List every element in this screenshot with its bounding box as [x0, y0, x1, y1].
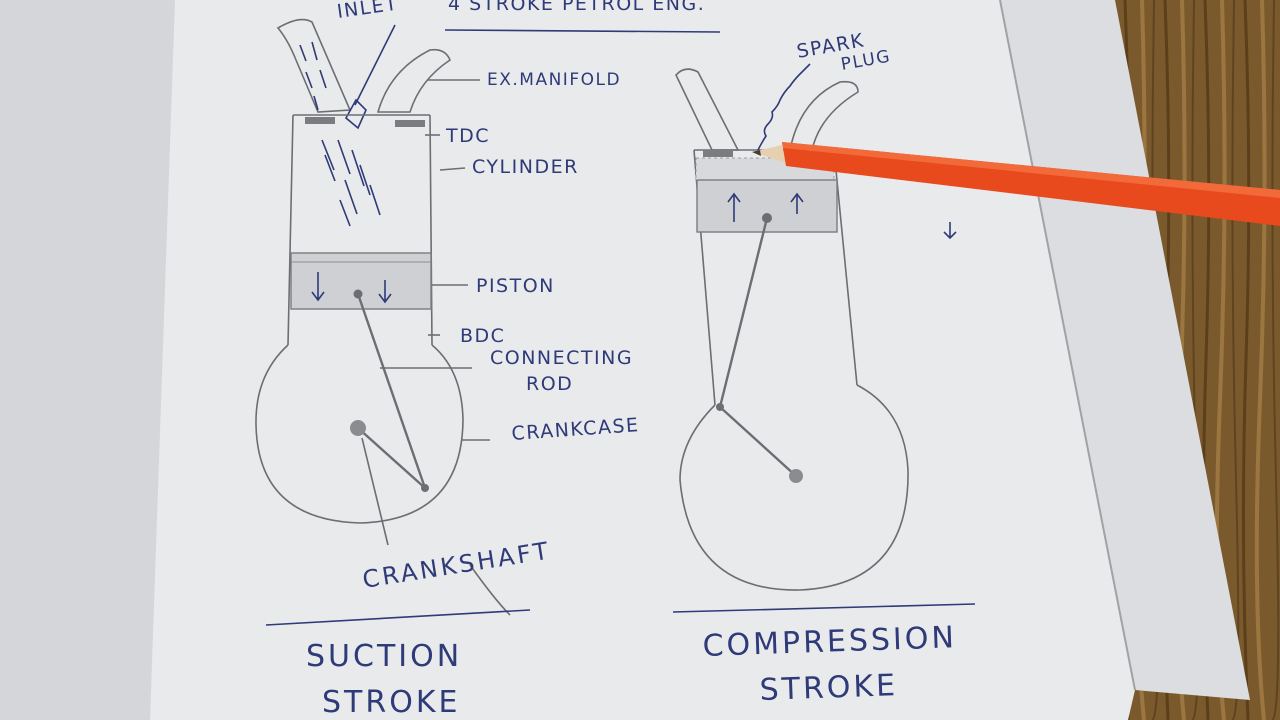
piston-down-arrow-2	[378, 280, 392, 304]
spark-plug-coil	[354, 24, 396, 106]
connecting-rod-2	[718, 217, 769, 408]
crank-arm-2	[719, 406, 797, 477]
page-heading: 4 STROKE PETROL ENG.	[444, 0, 721, 33]
heading-text: 4 STROKE PETROL ENG.	[448, 0, 705, 15]
crankcase-2	[679, 384, 909, 591]
exhaust-manifold-2	[789, 80, 859, 151]
caption-suction-stroke: STROKE	[322, 685, 460, 720]
pen-nib	[752, 150, 761, 156]
caption-underline-compression	[672, 603, 976, 613]
inlet-valve-2	[703, 150, 733, 157]
crank-arm	[357, 427, 426, 489]
stray-down-arrow	[943, 222, 957, 240]
charge-arrows	[321, 139, 381, 227]
spark-plug-symbol	[344, 98, 367, 130]
pen-body	[782, 142, 1280, 226]
crankshaft-center	[350, 420, 366, 436]
crankshaft-center-2	[789, 469, 803, 483]
piston-up-arrow-1	[727, 192, 741, 222]
leader-crankshaft	[361, 437, 389, 546]
label-tdc: TDC	[445, 125, 490, 147]
caption-underline-suction	[265, 609, 531, 626]
inlet-manifold-2	[675, 68, 740, 151]
crank-pin-2	[716, 403, 724, 411]
connecting-rod	[356, 293, 427, 489]
pen-highlight	[782, 142, 1280, 198]
page-edge	[999, 0, 1136, 691]
crankcase	[255, 344, 464, 524]
label-bdc: BDC	[460, 325, 505, 347]
caption-compression-stroke: STROKE	[759, 668, 899, 708]
label-ex-manifold: EX.MANIFOLD	[487, 70, 621, 90]
leader-cylinder	[439, 167, 466, 171]
exhaust-valve	[395, 120, 425, 127]
label-rod: ROD	[526, 373, 573, 395]
cylinder-wall-left	[287, 114, 294, 346]
inlet-flow-arrows	[299, 41, 327, 111]
label-piston: PISTON	[476, 275, 555, 297]
inlet-valve	[305, 117, 335, 124]
exhaust-manifold	[376, 48, 451, 113]
piston-up-arrow-2	[790, 192, 804, 214]
caption-suction: SUCTION	[306, 639, 462, 674]
spark-plug-lead	[757, 63, 811, 151]
crank-pin	[421, 484, 429, 492]
compression-stroke-diagram: SPARK PLUG COMPRESSION STROKE	[672, 29, 976, 708]
cylinder-wall-right-2	[833, 149, 858, 386]
left-page	[0, 0, 180, 720]
notebook-page	[150, 0, 1135, 720]
heading-underline	[444, 29, 721, 33]
label-connecting: CONNECTING	[490, 347, 633, 369]
label-cylinder: CYLINDER	[472, 156, 579, 178]
piston-2	[696, 179, 838, 233]
pointing-pen	[752, 142, 1280, 226]
inlet-manifold	[276, 18, 352, 113]
pen-tip	[752, 145, 786, 163]
piston-down-arrow-1	[311, 272, 325, 302]
